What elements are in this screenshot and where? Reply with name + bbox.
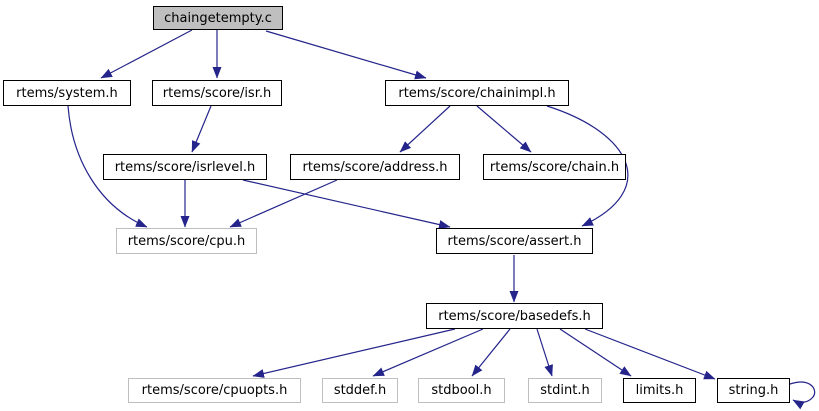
node-rtems-score-isrlevel-h[interactable]: rtems/score/isrlevel.h	[103, 154, 267, 180]
node-rtems-score-address-h[interactable]: rtems/score/address.h	[290, 154, 460, 180]
node-rtems-score-basedefs-h[interactable]: rtems/score/basedefs.h	[426, 303, 603, 329]
node-rtems-system-h[interactable]: rtems/system.h	[3, 80, 131, 106]
edge-basedefs-to-stdint	[536, 328, 553, 377]
node-rtems-score-chain-h[interactable]: rtems/score/chain.h	[483, 154, 626, 180]
node-stddef-h: stddef.h	[322, 378, 398, 403]
edge-isr-to-isrlevel	[191, 105, 212, 153]
edge-address-to-cpu	[229, 179, 338, 228]
node-chaingetempty-c: chaingetempty.c	[153, 6, 283, 30]
edge-isrlevel-to-assert	[242, 179, 451, 229]
edge-system-to-cpu	[67, 105, 148, 228]
edge-string-self-loop	[789, 381, 816, 410]
edge-chaingetempty-to-chainimpl	[265, 30, 427, 80]
node-limits-h[interactable]: limits.h	[623, 378, 696, 403]
edge-basedefs-to-stddef	[372, 328, 484, 377]
edge-chainimpl-to-address	[399, 105, 451, 153]
node-string-h[interactable]: string.h	[717, 378, 790, 403]
edge-basedefs-to-string	[584, 328, 716, 380]
edge-basedefs-to-limits	[559, 328, 632, 377]
node-rtems-score-cpuopts-h: rtems/score/cpuopts.h	[128, 378, 301, 403]
node-rtems-score-cpu-h: rtems/score/cpu.h	[116, 228, 257, 254]
node-stdbool-h: stdbool.h	[418, 378, 505, 403]
node-stdint-h: stdint.h	[528, 378, 602, 403]
edge-basedefs-to-stdbool	[471, 328, 511, 377]
edge-basedefs-to-cpuopts	[252, 328, 456, 378]
node-rtems-score-chainimpl-h[interactable]: rtems/score/chainimpl.h	[385, 80, 569, 106]
node-rtems-score-assert-h[interactable]: rtems/score/assert.h	[436, 228, 593, 254]
node-rtems-score-isr-h[interactable]: rtems/score/isr.h	[152, 80, 282, 106]
edge-chainimpl-to-chain	[476, 105, 532, 153]
edge-chaingetempty-to-system	[100, 29, 193, 79]
